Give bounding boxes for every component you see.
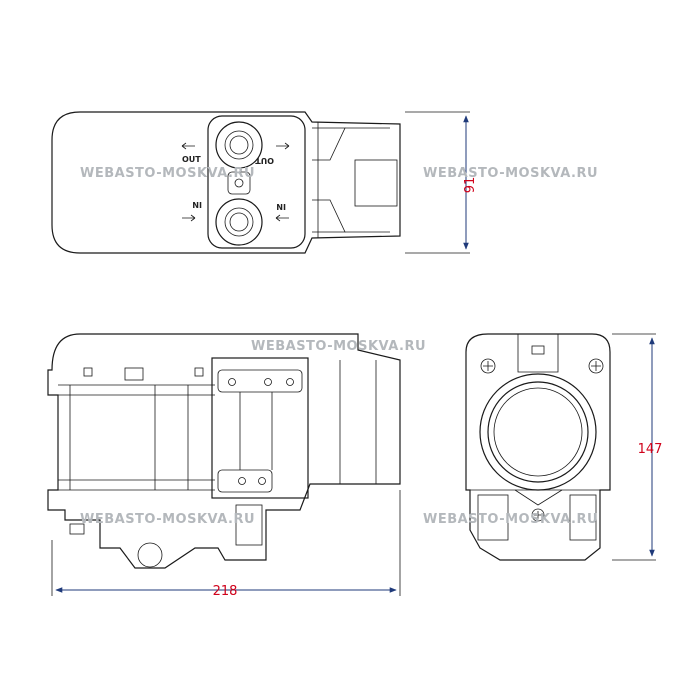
side-height-value: 147	[638, 442, 663, 457]
in-label-right: IN	[276, 202, 286, 211]
length-dimension: 218	[51, 490, 401, 599]
watermark-top-right: WEBASTO-MOSKVA.RU	[423, 166, 598, 181]
top-height-dimension: 91	[405, 111, 478, 254]
watermark-bottom-left: WEBASTO-MOSKVA.RU	[80, 512, 255, 527]
front-view	[465, 333, 611, 561]
watermarks: WEBASTO-MOSKVA.RU WEBASTO-MOSKVA.RU WEBA…	[80, 166, 598, 527]
out-label-right: OUT	[255, 156, 274, 165]
watermark-middle: WEBASTO-MOSKVA.RU	[251, 339, 426, 354]
out-label-left: OUT	[182, 155, 201, 164]
side-height-dimension: 147	[612, 333, 663, 561]
top-height-value: 91	[463, 177, 478, 194]
top-view: OUT OUT IN IN	[51, 111, 401, 254]
in-label-left: IN	[192, 200, 202, 209]
side-view	[47, 333, 401, 569]
watermark-top-left: WEBASTO-MOSKVA.RU	[80, 166, 255, 181]
length-value: 218	[213, 584, 238, 599]
watermark-bottom-right: WEBASTO-MOSKVA.RU	[423, 512, 598, 527]
